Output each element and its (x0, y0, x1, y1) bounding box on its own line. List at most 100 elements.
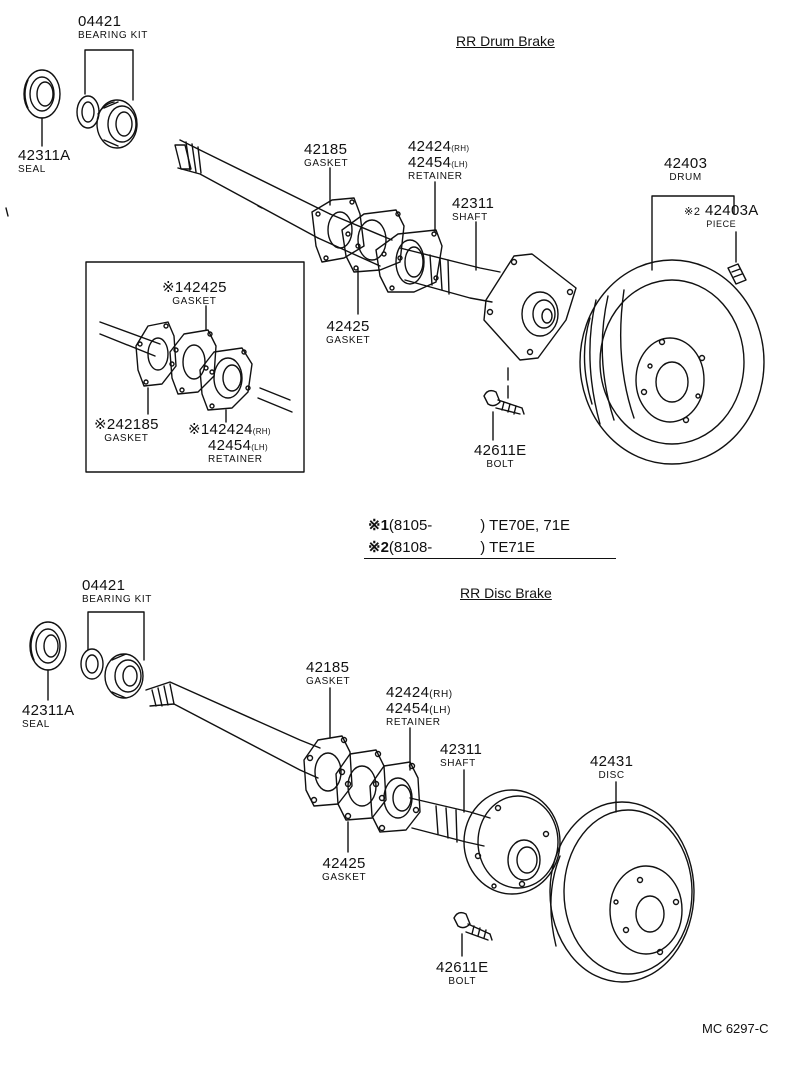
part-name: DRUM (669, 172, 702, 183)
part-name: SEAL (22, 719, 50, 730)
drum-shaft-label: 42311 SHAFT (452, 196, 494, 223)
disc-gasket-inner-label: 42425 GASKET (322, 856, 366, 883)
part-number: 42403A (705, 202, 759, 219)
part-number: 42311A (18, 147, 71, 164)
drum-seal-label: 42311A SEAL (18, 148, 70, 175)
inset-box (85, 261, 305, 473)
drum-label: 42403 DRUM (664, 156, 707, 183)
drum-piece-label: ※2 42403A PIECE (684, 203, 759, 229)
part-name: GASKET (306, 676, 351, 687)
disc-bearing-kit-label: 04421 BEARING KIT (82, 578, 152, 605)
rh-tag: (RH) (451, 144, 470, 153)
part-number-rh: 42424 (386, 684, 430, 701)
part-name: SHAFT (452, 212, 488, 223)
part-name: SEAL (18, 164, 46, 175)
disc-retainer-label: 42424(RH) 42454(LH) RETAINER (386, 685, 453, 728)
inset-retainer-label: ※142424(RH) 42454(LH) RETAINER (188, 422, 271, 465)
drum-gasket-outer-label: 42185 GASKET (304, 142, 348, 169)
part-name: GASKET (304, 158, 349, 169)
part-name: BOLT (448, 976, 477, 987)
note-mark: ※1 (368, 517, 389, 534)
drum-bearing-kit-label: 04421 BEARING KIT (78, 14, 162, 41)
note-models: ) TE70E, 71E (480, 517, 571, 534)
lh-tag: (LH) (251, 443, 268, 452)
note-range: (8105- (388, 517, 433, 534)
lh-tag: (LH) (429, 705, 452, 716)
part-name: GASKET (322, 872, 367, 883)
drum-piece-drawing (727, 263, 747, 285)
part-number: 42185 (115, 416, 159, 433)
brake-disc-drawing (549, 801, 695, 983)
part-name: GASKET (326, 335, 371, 346)
brake-drum-drawing (579, 259, 765, 465)
note-mark: ※2 (94, 416, 116, 433)
part-number: 42425 (322, 855, 366, 872)
part-number: 04421 (78, 13, 122, 30)
disc-seal-drawing (29, 621, 67, 671)
disc-bolt-drawing (453, 911, 493, 941)
disc-label: 42431 DISC (590, 754, 633, 781)
scan-mark (5, 207, 9, 217)
drum-retainer-drawing (375, 229, 443, 293)
drum-bolt-label: 42611E BOLT (474, 443, 526, 470)
part-name: BEARING KIT (82, 594, 152, 605)
disc-shaft-label: 42311 SHAFT (440, 742, 482, 769)
part-name: RETAINER (386, 717, 441, 728)
inset-gasket-left-label: ※242185 GASKET (94, 417, 159, 444)
part-name: SHAFT (440, 758, 476, 769)
drum-section-title: RR Drum Brake (456, 33, 555, 49)
part-number: 42311 (440, 741, 483, 758)
drum-shaft-flange-drawing (483, 253, 577, 361)
part-number: 42431 (590, 753, 634, 770)
part-name: RETAINER (408, 171, 463, 182)
part-number: 42311A (22, 702, 75, 719)
note-mark: ※2 (368, 539, 389, 556)
disc-bearing-leader (87, 611, 145, 661)
disc-seal-label: 42311A SEAL (22, 703, 74, 730)
rh-tag: (RH) (252, 427, 271, 436)
disc-shaft-flange-drawing (463, 789, 561, 895)
part-number: 42311 (452, 195, 495, 212)
part-name: RETAINER (208, 454, 263, 465)
part-number: 04421 (82, 577, 126, 594)
part-name: BOLT (486, 459, 515, 470)
disc-section-title: RR Disc Brake (460, 585, 552, 601)
part-number: 42425 (183, 279, 227, 296)
part-number: 42403 (664, 155, 708, 172)
inset-parts-drawing (99, 305, 293, 423)
notes-underline (364, 558, 616, 559)
drum-bearing-drawing (76, 95, 138, 149)
note-models: ) TE71E (480, 539, 536, 556)
part-name: GASKET (172, 296, 217, 307)
inset-gasket-top-label: ※142425 GASKET (162, 280, 227, 307)
part-name: DISC (598, 770, 625, 781)
note-mark: ※2 (684, 206, 701, 218)
disc-bolt-label: 42611E BOLT (436, 960, 488, 987)
note-row-2: ※2(8108-) TE71E (368, 540, 535, 555)
leader-drum (651, 195, 735, 271)
note-mark: ※1 (188, 421, 210, 438)
note-mark: ※1 (162, 279, 184, 296)
part-number: 42611E (474, 442, 527, 459)
part-number: 42185 (304, 141, 348, 158)
part-number-lh: 42454 (208, 437, 252, 454)
drum-bearing-leader (84, 49, 134, 101)
drum-gasket-outer-drawing (311, 197, 365, 263)
part-number-rh: 42424 (408, 138, 452, 155)
drum-gasket-inner-label: 42425 GASKET (326, 319, 370, 346)
drum-retainer-label: 42424(RH) 42454(LH) RETAINER (408, 139, 469, 182)
disc-gasket-outer-label: 42185 GASKET (306, 660, 350, 687)
drum-seal-drawing (23, 69, 61, 119)
part-number: 42185 (306, 659, 350, 676)
rh-tag: (RH) (429, 689, 453, 700)
catalog-reference: MC 6297-C (702, 1021, 769, 1036)
part-number-lh: 42454 (386, 700, 430, 717)
part-number: 42425 (326, 318, 370, 335)
part-number-lh: 42454 (408, 154, 452, 171)
drum-bolt-drawing (483, 389, 525, 415)
part-name: PIECE (706, 219, 737, 229)
disc-retainer-drawing (369, 761, 421, 833)
part-name: GASKET (104, 433, 149, 444)
part-number: 42611E (436, 959, 489, 976)
